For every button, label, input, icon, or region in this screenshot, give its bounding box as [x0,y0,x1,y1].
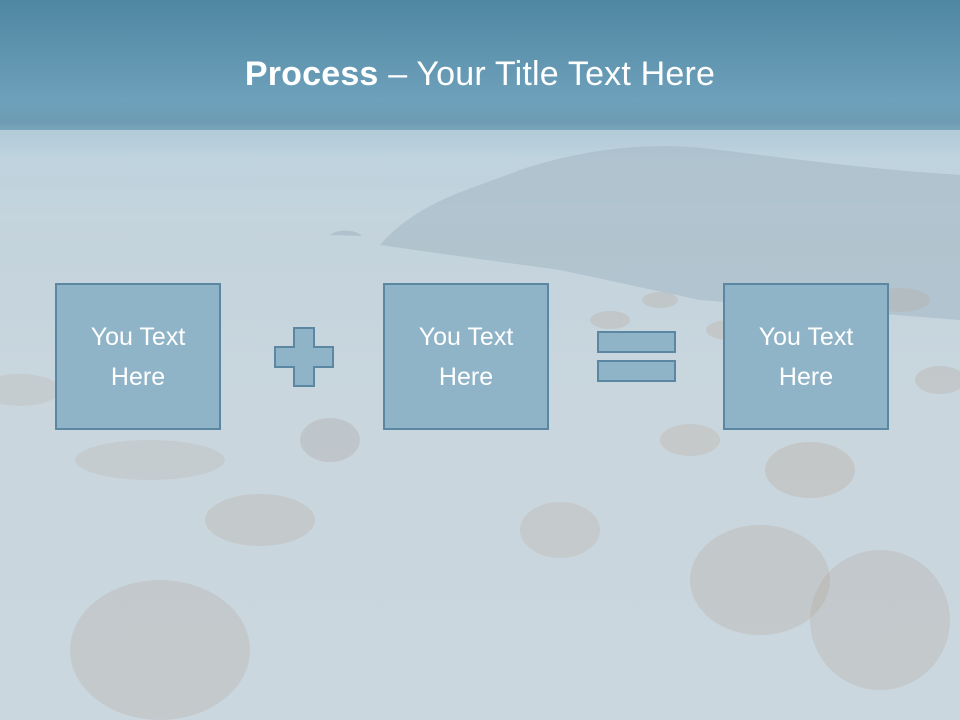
title-bold: Process [244,55,379,93]
rock [642,292,678,308]
rock [205,494,315,546]
process-step-text-3: You Text Here [758,322,854,391]
rock [915,366,960,394]
process-step-box-2[interactable]: You Text Here [383,283,549,430]
rock [300,418,360,462]
title-dash: – [378,55,417,93]
rock [765,442,855,498]
rock [0,374,60,406]
rock [520,502,600,558]
slide-title: Process – Your Title Text Here [0,52,960,96]
process-step-text-1: You Text Here [90,322,186,391]
far-rocks [330,230,362,236]
rock [590,311,630,329]
headland-silhouette [380,146,960,320]
rock [70,580,250,720]
rock [660,424,720,456]
equals-icon [597,331,676,382]
rock [690,525,830,635]
process-step-box-1[interactable]: You Text Here [55,283,221,430]
title-rest: Your Title Text Here [416,55,716,93]
rock [75,440,225,480]
process-step-text-2: You Text Here [418,322,514,391]
rock [810,550,950,690]
process-step-box-3[interactable]: You Text Here [723,283,889,430]
plus-icon [274,327,334,387]
